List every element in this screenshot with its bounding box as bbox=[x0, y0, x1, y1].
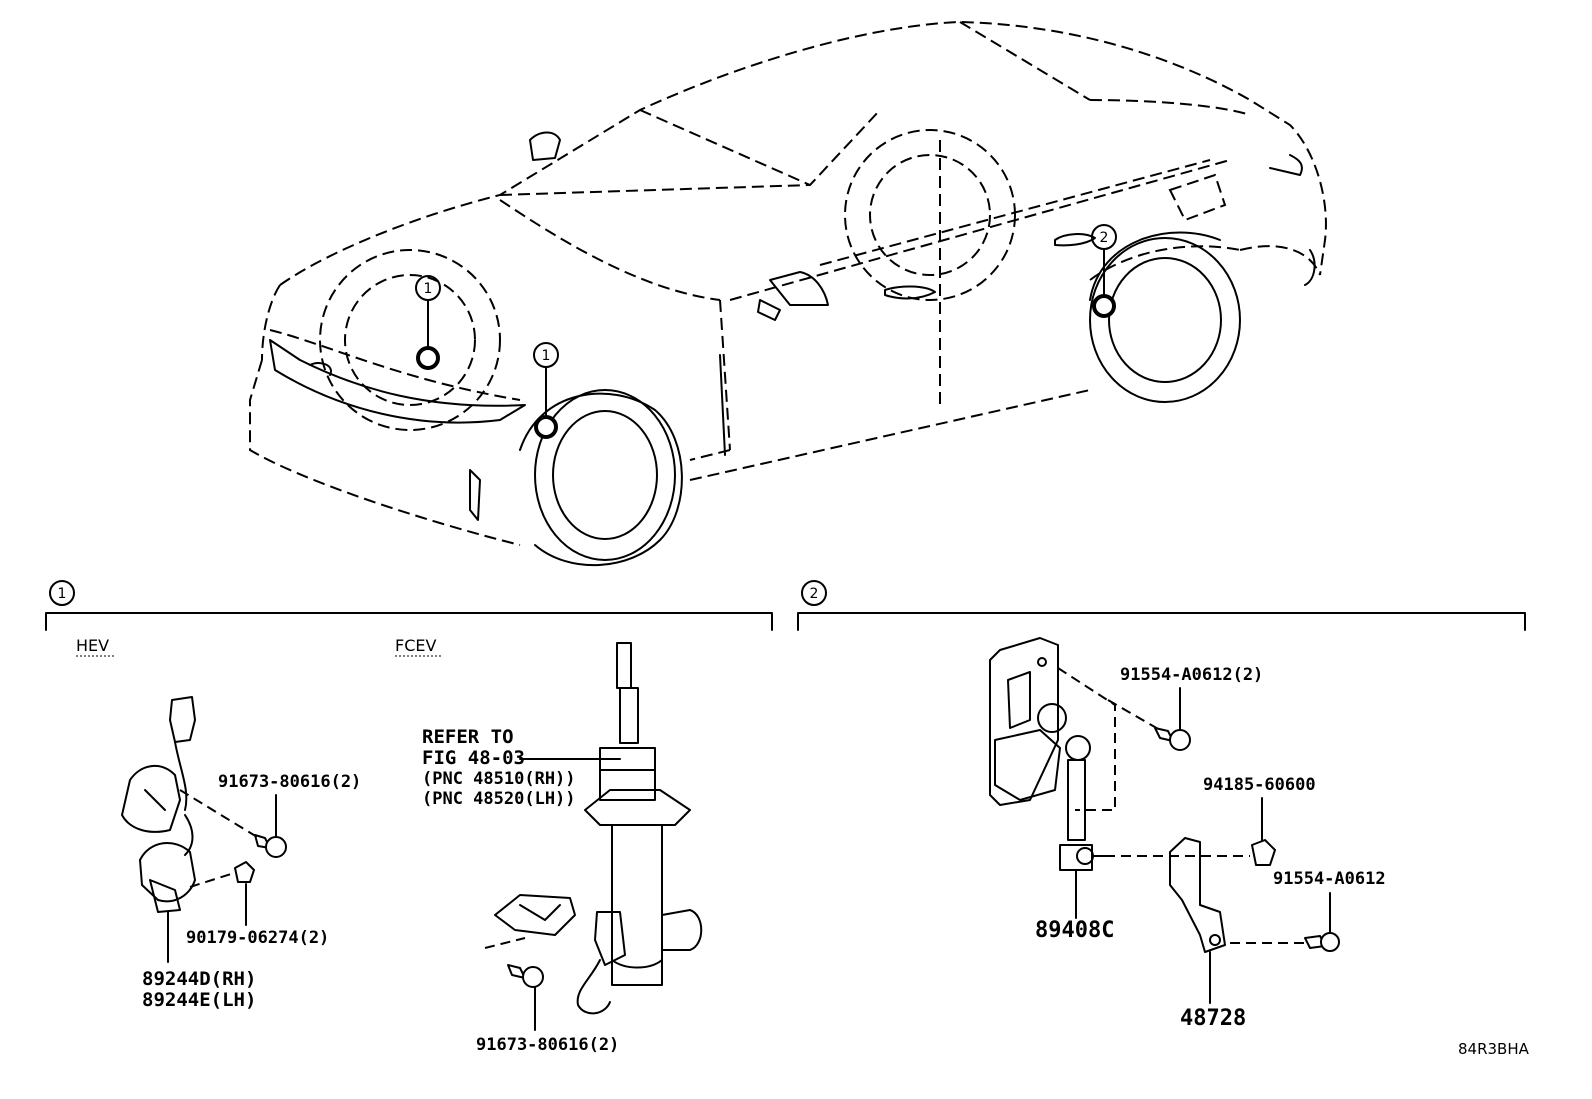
label-rear-bolt-bottom: 91554-A0612 bbox=[1273, 869, 1386, 889]
hev-nut bbox=[189, 861, 255, 926]
label-fcev-refer-4: (PNC 48520(LH)) bbox=[422, 789, 576, 809]
callout-1-front-left: 1 bbox=[415, 275, 441, 370]
svg-text:1: 1 bbox=[542, 348, 551, 364]
fcev-shock-absorber bbox=[494, 642, 703, 1015]
label-fcev-refer-1: REFER TO bbox=[422, 726, 514, 748]
rear-nut bbox=[1251, 797, 1276, 866]
fcev-bolt bbox=[484, 937, 544, 1031]
fcev-label: FCEV bbox=[395, 636, 436, 655]
car-illustration: 1 1 2 bbox=[249, 20, 1327, 567]
section-1-header: 1 HEV FCEV bbox=[45, 580, 773, 657]
rear-bolt-bottom bbox=[1304, 892, 1340, 952]
label-rear-nut: 94185-60600 bbox=[1203, 775, 1316, 795]
hev-bolt bbox=[179, 789, 287, 858]
label-hev-sensor-rh: 89244D(RH) bbox=[142, 968, 256, 990]
label-fcev-refer-2: FIG 48-03 bbox=[422, 747, 525, 769]
rear-sensor-assembly bbox=[989, 637, 1161, 919]
svg-text:1: 1 bbox=[424, 281, 433, 297]
callout-1-front-right: 1 bbox=[533, 342, 559, 439]
label-hev-bolt: 91673-80616(2) bbox=[218, 772, 361, 792]
label-rear-sensor: 89408C bbox=[1035, 918, 1114, 943]
svg-text:1: 1 bbox=[58, 586, 67, 602]
diagram-code: 84R3BHA bbox=[1458, 1040, 1530, 1058]
svg-text:2: 2 bbox=[810, 586, 819, 602]
section-2-header: 2 bbox=[797, 580, 1526, 631]
label-hev-sensor-lh: 89244E(LH) bbox=[142, 989, 256, 1011]
rear-bolt-top bbox=[1154, 687, 1191, 751]
hev-label: HEV bbox=[76, 636, 109, 655]
label-rear-bolt-top: 91554-A0612(2) bbox=[1120, 665, 1263, 685]
callout-2-rear-right: 2 bbox=[1091, 224, 1117, 318]
svg-text:2: 2 bbox=[1100, 230, 1109, 246]
hev-height-sensor bbox=[121, 696, 196, 963]
label-fcev-bolt: 91673-80616(2) bbox=[476, 1035, 619, 1055]
label-hev-nut: 90179-06274(2) bbox=[186, 928, 329, 948]
rear-bracket bbox=[1105, 837, 1305, 1004]
label-rear-bracket: 48728 bbox=[1180, 1006, 1246, 1031]
label-fcev-refer-3: (PNC 48510(RH)) bbox=[422, 769, 576, 789]
